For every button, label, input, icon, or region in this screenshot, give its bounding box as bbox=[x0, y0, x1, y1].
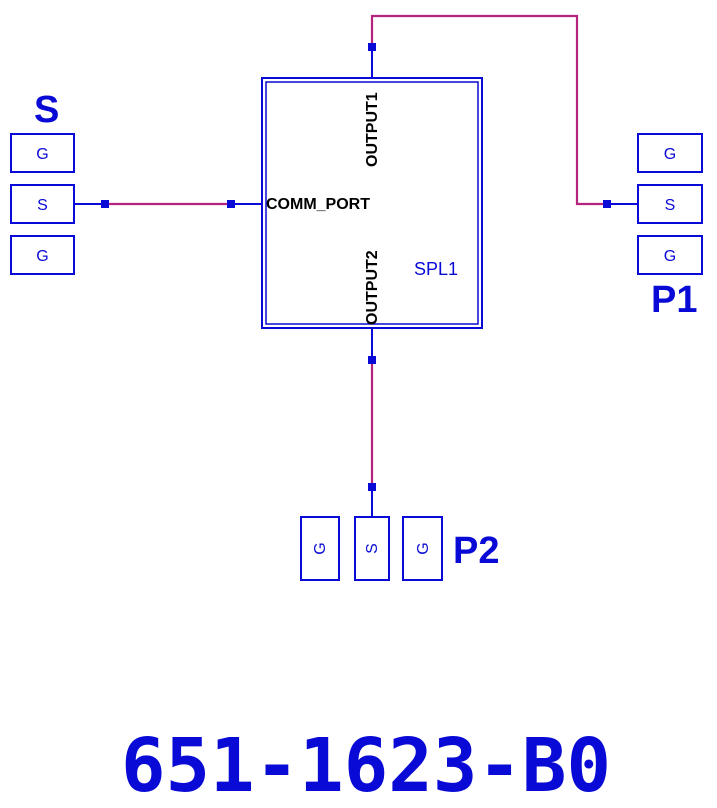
pin-dot bbox=[368, 356, 376, 364]
pin-dot bbox=[227, 200, 235, 208]
pin-label-comm-port: COMM_PORT bbox=[266, 196, 370, 213]
pin-label-output2: OUTPUT2 bbox=[364, 250, 381, 325]
splitter-outer-border bbox=[261, 77, 483, 329]
svg-text:G: G bbox=[36, 146, 48, 163]
pin-dot bbox=[101, 200, 109, 208]
port-label-s: S bbox=[34, 89, 59, 131]
svg-text:S: S bbox=[364, 543, 381, 554]
svg-text:G: G bbox=[664, 248, 676, 265]
part-number: 651-1623-B0 bbox=[121, 723, 611, 808]
svg-text:S: S bbox=[665, 197, 676, 214]
port-label-p2: P2 bbox=[453, 530, 499, 572]
port-p2[interactable]: G S G P2 bbox=[300, 516, 499, 581]
pad-ground-top: G bbox=[637, 133, 703, 173]
port-s[interactable]: S G S G bbox=[10, 89, 75, 275]
connection-dots bbox=[101, 43, 611, 491]
pad-ground-right: G bbox=[402, 516, 443, 581]
pin-dot bbox=[368, 43, 376, 51]
instance-label: SPL1 bbox=[414, 259, 458, 279]
port-label-p1: P1 bbox=[651, 279, 697, 321]
wire-output1-to-p1[interactable] bbox=[370, 14, 607, 206]
pad-signal: S bbox=[354, 516, 390, 581]
svg-text:G: G bbox=[664, 146, 676, 163]
svg-text:S: S bbox=[37, 197, 48, 214]
pin-label-output1: OUTPUT1 bbox=[364, 92, 381, 167]
splitter-block[interactable]: OUTPUT1 COMM_PORT OUTPUT2 SPL1 bbox=[261, 77, 483, 329]
pin-dot bbox=[368, 483, 376, 491]
pin-dot bbox=[603, 200, 611, 208]
port-p1[interactable]: G S G P1 bbox=[637, 133, 703, 321]
pad-signal: S bbox=[10, 184, 75, 224]
svg-text:G: G bbox=[312, 542, 329, 554]
pad-ground-bottom: G bbox=[10, 235, 75, 275]
pad-signal: S bbox=[637, 184, 703, 224]
pad-ground-left: G bbox=[300, 516, 340, 581]
pad-ground-bottom: G bbox=[637, 235, 703, 275]
splitter-inner-border bbox=[265, 81, 479, 325]
svg-text:G: G bbox=[36, 248, 48, 265]
wires bbox=[74, 14, 638, 517]
svg-text:G: G bbox=[415, 542, 432, 554]
pad-ground-top: G bbox=[10, 133, 75, 173]
